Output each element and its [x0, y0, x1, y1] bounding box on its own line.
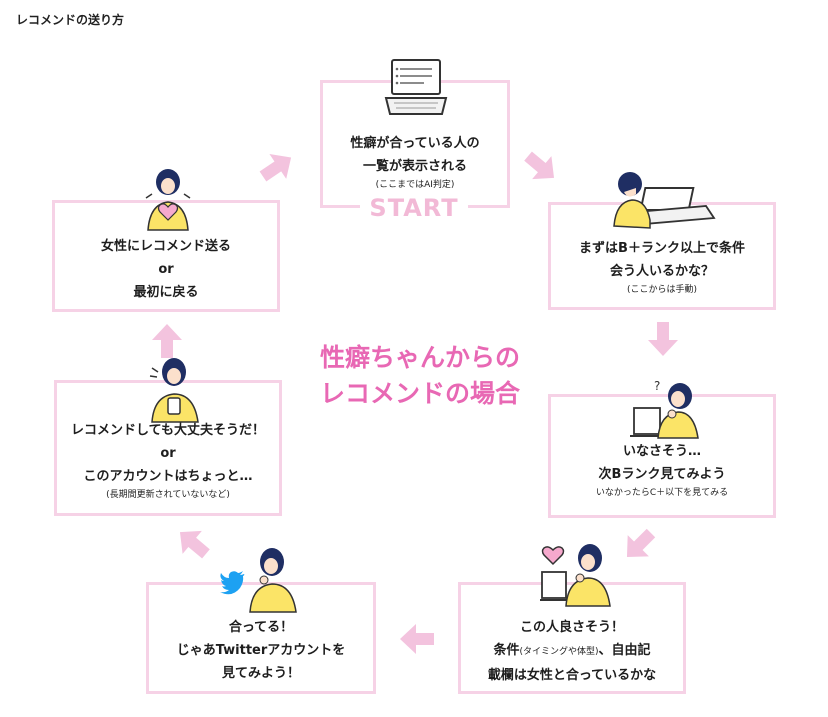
person-at-laptop-icon	[613, 172, 716, 229]
arrow-top-to-right-upper	[524, 151, 555, 180]
arrow-right-middle-to-bottom-right	[626, 528, 656, 558]
step-top-line2: 一覧が表示される	[362, 158, 467, 174]
step-left-middle-note: (長期間更新されていないなど)	[106, 490, 230, 500]
arrow-left-upper-to-top	[259, 154, 292, 182]
person-holding-phone-icon	[149, 358, 199, 423]
svg-text:?: ?	[654, 379, 660, 393]
person-with-heart-icon	[145, 169, 191, 231]
step-bottom-right-line1: この人良さそう！	[519, 619, 624, 635]
step-bottom-right-line3: 載欄は女性と合っているかな	[487, 667, 657, 683]
step-top-note: (ここまではAI判定)	[375, 179, 455, 190]
center-title-line1: 性癖ちゃんからの	[319, 343, 520, 372]
arrow-right-upper-to-right-middle	[648, 322, 678, 356]
start-label: START	[360, 193, 468, 223]
step-right-middle-line1: いなさそう…	[622, 443, 701, 459]
center-title: 性癖ちゃんからの レコメンドの場合	[280, 340, 560, 412]
step-left-middle-line3: このアカウントはちょっと…	[83, 469, 253, 484]
thinking-person-icon: ?	[630, 379, 699, 439]
step-top-line1: 性癖が合っている人の	[350, 135, 480, 151]
arrow-left-middle-to-left-upper	[152, 324, 182, 358]
step-left-upper-line2: or	[158, 261, 174, 277]
laptop-icon	[384, 59, 448, 115]
step-right-middle-note: いなかったらC＋以下を見てみる	[595, 487, 729, 498]
heart-icon	[541, 546, 565, 566]
page-title: レコメンドの送り方	[16, 13, 125, 27]
person-at-laptop-icon	[540, 544, 611, 607]
step-right-middle-line2: 次Bランク見てみよう	[598, 466, 726, 482]
step-left-middle-line2: or	[160, 446, 176, 461]
step-left-upper-line1: 女性にレコメンド送る	[100, 238, 231, 254]
step-left-upper-line3: 最初に戻る	[133, 284, 199, 300]
step-right-middle-box: いなさそう… 次Bランク見てみよう いなかったらC＋以下を見てみる	[548, 394, 776, 518]
step-left-middle-line1: レコメンドしても大丈夫そうだ！	[71, 423, 265, 438]
arrow-bottom-right-to-bottom-left	[400, 624, 434, 654]
center-title-line2: レコメンドの場合	[319, 379, 520, 408]
person-icon	[249, 548, 297, 613]
step-right-upper-line1: まずはB＋ランク以上で条件	[579, 240, 745, 256]
step-bottom-left-line1: 合ってる！	[228, 619, 294, 635]
step-bottom-right-line2: 条件(タイミングや体型)、自由記	[493, 642, 651, 658]
step-right-upper-line2: 会う人いるかな？	[609, 263, 714, 279]
step-right-upper-note: (ここからは手動)	[626, 284, 698, 295]
arrow-bottom-left-to-left-middle	[179, 530, 210, 559]
step-bottom-left-line2: じゃあTwitterアカウントを	[176, 642, 346, 658]
twitter-bird-icon	[220, 571, 245, 595]
step-bottom-left-line3: 見てみよう！	[221, 665, 300, 681]
